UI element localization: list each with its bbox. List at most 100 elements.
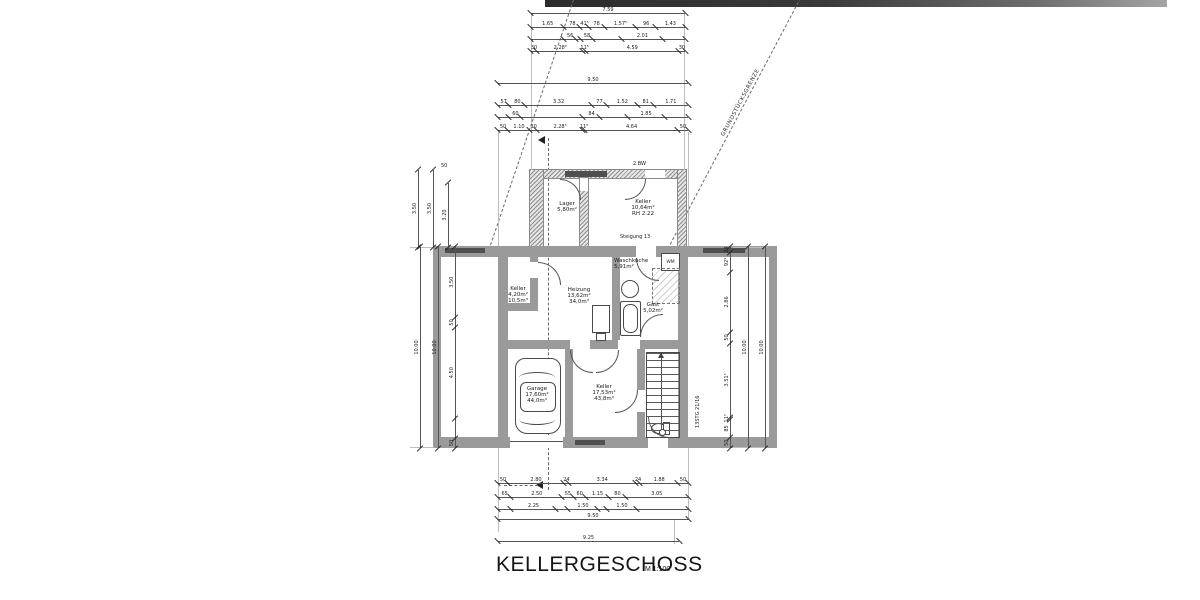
partition-garage-keller xyxy=(565,349,573,448)
annex-wall-interior xyxy=(579,177,589,248)
dimension-chain-lA2: 3.50 xyxy=(422,170,434,247)
dimension-segment: 1.52 xyxy=(607,94,637,105)
annex-interior-door-opening xyxy=(580,178,588,191)
dimension-segment xyxy=(593,28,622,39)
dimension-segment: 2.50 xyxy=(511,486,562,497)
door-arc-gast xyxy=(640,314,663,337)
window-south xyxy=(575,440,605,445)
annotation-steigung: Steigung 13 xyxy=(620,234,651,240)
dimension-segment xyxy=(531,28,564,39)
boiler-icon xyxy=(592,305,610,333)
room-label-keller-annex: Keller 10,64m² RH 2.22 xyxy=(622,199,664,218)
dimension-segment: 3.05 xyxy=(626,486,688,497)
room-name: Waschküche xyxy=(614,258,649,264)
dimension-segment: 1.65 xyxy=(531,16,564,27)
dimension-chain-tB0: 9.50 xyxy=(498,72,688,84)
room-name: Heizung xyxy=(567,287,591,293)
dimension-segment: 56 xyxy=(564,28,575,39)
room-vol: 34,0m³ xyxy=(569,299,589,306)
witness-line xyxy=(410,247,434,248)
dimension-chain-lA1: 3.50 xyxy=(407,170,419,247)
dimension-segment: 92⁵ xyxy=(719,252,730,272)
car-windshield-icon xyxy=(519,372,555,383)
opening-middle-b xyxy=(618,340,640,349)
opening-waschkueche xyxy=(636,246,656,257)
room-label-keller-main: Keller 17,53m² 43,8m³ xyxy=(584,384,624,403)
witness-line xyxy=(733,247,767,248)
dimension-segment xyxy=(521,106,583,117)
room-label-heizung: Heizung 13,62m² 34,0m³ xyxy=(558,287,600,306)
witness-line xyxy=(684,14,685,170)
garage-door-leaf xyxy=(510,441,563,442)
annex-door-opening xyxy=(645,170,665,178)
room-label-keller-small: Keller 4,20m² 10,5m³ xyxy=(503,286,533,305)
drawing-title: KELLERGESCHOSS xyxy=(496,553,703,576)
room-name: Keller xyxy=(596,384,612,390)
annotation-bw: 2.BW xyxy=(633,161,646,167)
dimension-chain-bC4: 9.25 xyxy=(498,530,679,542)
section-arrow-bottom xyxy=(536,481,543,489)
garage-door-opening xyxy=(510,437,563,448)
stairs-overhead-dashed xyxy=(652,268,680,304)
car-rear-window-icon xyxy=(519,414,555,425)
dimension-segment: 84 xyxy=(583,106,600,117)
wall-middle xyxy=(498,340,688,349)
dimension-segment: 10.00 xyxy=(427,247,438,448)
car-roof-icon xyxy=(520,382,556,412)
dimension-segment: 1.43 xyxy=(656,16,685,27)
dimension-segment: 77 xyxy=(592,94,607,105)
dimension-segment: 4.64 xyxy=(585,119,678,130)
dimension-segment: 55 xyxy=(562,486,573,497)
dimension-segment: 11⁵ xyxy=(580,119,588,130)
door-arc-hall xyxy=(596,350,619,373)
dimension-segment xyxy=(663,28,685,39)
dimension-segment: 10.00 xyxy=(409,247,420,448)
stairs-arrow-icon xyxy=(658,352,664,358)
annotation-extra50: 50 xyxy=(441,163,448,169)
dimension-segment: 2.01 xyxy=(622,28,663,39)
dimension-segment: 2.28⁵ xyxy=(537,119,583,130)
dimension-segment: 9.50 xyxy=(498,72,688,83)
witness-line xyxy=(688,132,689,246)
dimension-segment: 3.50 xyxy=(422,170,433,247)
dimension-chain-bC3: 9.50 xyxy=(498,508,688,520)
room-name: Lager xyxy=(559,201,575,207)
dimension-segment: 60 xyxy=(509,106,521,117)
section-line xyxy=(548,138,549,490)
dimension-segment: 9.50 xyxy=(498,508,688,519)
dimension-chain-lM0: 10.00 xyxy=(409,247,421,448)
room-area: 13,62m² xyxy=(567,293,591,300)
room-area: 5,02m² xyxy=(643,308,663,315)
dimension-segment: 2.28³ xyxy=(537,40,583,51)
dimension-segment: 1.71 xyxy=(654,94,688,105)
stairs-icon xyxy=(646,352,680,438)
dimension-segment xyxy=(665,106,688,117)
dimension-chain-lM0b: 10.00 xyxy=(427,247,439,448)
partition-keller-small-bottom xyxy=(504,303,538,311)
property-line-label: GRUNDSTÜCKSGRENZE xyxy=(720,68,762,138)
annotation-stair-run: 13STG 21/16 xyxy=(695,395,701,428)
dimension-chain-tA0: 7.59 xyxy=(531,2,685,14)
dimension-segment: 3.50 xyxy=(444,247,455,317)
scan-artifact-band xyxy=(545,0,1167,7)
basin-icon xyxy=(621,280,639,298)
door-arc-keller-small xyxy=(538,262,561,285)
partition-keller-small-b xyxy=(530,278,538,304)
drawing-scale: M 1:100 xyxy=(645,566,671,573)
room-vol: 44,0m³ xyxy=(527,398,547,405)
boiler-base-icon xyxy=(596,333,606,341)
dimension-segment: 80 xyxy=(509,94,525,105)
washing-machine-icon: WM xyxy=(661,253,680,271)
room-label-garage: Garage 17,60m² 44,0m³ xyxy=(519,386,555,405)
room-name: Garage xyxy=(526,386,548,392)
dimension-segment: 81 xyxy=(638,94,654,105)
dimension-segment: 50 xyxy=(678,119,688,130)
